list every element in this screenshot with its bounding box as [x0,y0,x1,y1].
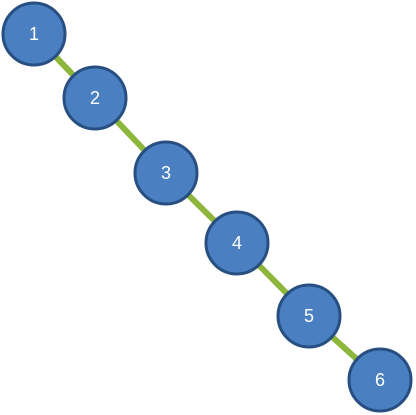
node-label: 3 [161,163,171,183]
node-label: 6 [375,370,385,390]
node-label: 2 [90,88,100,108]
node-4: 4 [204,210,270,276]
node-label: 1 [29,24,39,44]
node-label: 4 [232,233,242,253]
node-circle [1,1,67,67]
node-3: 3 [133,140,199,206]
node-circle [347,347,413,413]
node-circle [276,283,342,349]
node-circle [133,140,199,206]
node-2: 2 [62,65,128,131]
node-circle [62,65,128,131]
node-1: 1 [1,1,67,67]
node-5: 5 [276,283,342,349]
node-6: 6 [347,347,413,413]
node-label: 5 [304,306,314,326]
node-circle [204,210,270,276]
